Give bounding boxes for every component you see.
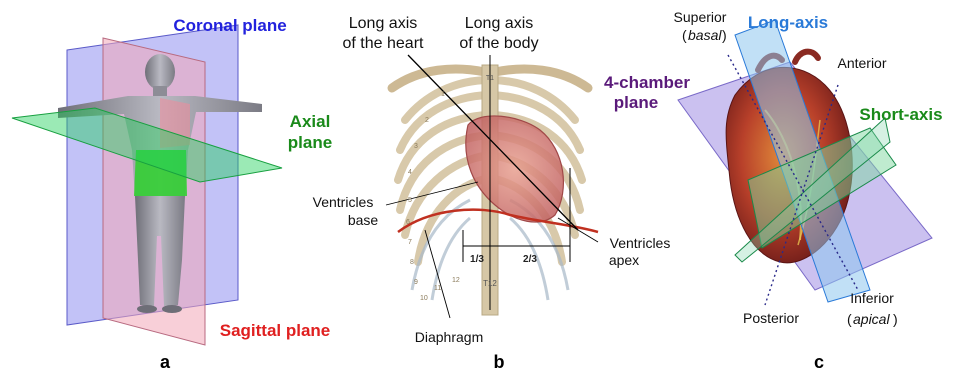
long-axis-body-label-line2: of the body xyxy=(459,35,538,52)
axial-plane-label-line1: Axial xyxy=(290,112,331,131)
inferior-label: Inferior xyxy=(850,290,894,306)
panel-c-letter: c xyxy=(814,352,824,372)
coronal-plane-label: Coronal plane xyxy=(173,16,286,35)
ratio-left-label: 1/3 xyxy=(470,254,484,265)
ventricles-base-label-line1: Ventricles xyxy=(313,194,374,210)
apical-label-open: ( xyxy=(847,311,852,327)
four-chamber-label-line1: 4-chamber xyxy=(604,73,690,92)
posterior-label: Posterior xyxy=(743,310,799,326)
rib-number-1: 1 xyxy=(441,91,445,98)
rib-number-11: 11 xyxy=(434,285,441,292)
rib-number-10: 10 xyxy=(420,295,428,302)
apical-label: apical xyxy=(853,311,890,327)
vertebra-t1-label: T1 xyxy=(486,75,494,82)
rib-number-6: 6 xyxy=(406,219,410,226)
long-axis-label: Long-axis xyxy=(748,13,828,32)
rib-number-9: 9 xyxy=(414,279,418,286)
axial-plane-label-line2: plane xyxy=(288,133,332,152)
panel-b-letter: b xyxy=(494,352,505,372)
long-axis-heart-label-line1: Long axis xyxy=(349,15,418,32)
rib-number-7: 7 xyxy=(408,239,412,246)
rib-number-3: 3 xyxy=(414,143,418,150)
basal-label-close: ) xyxy=(722,27,727,43)
ventricles-apex-label-line1: Ventricles xyxy=(610,235,671,251)
diaphragm-label: Diaphragm xyxy=(415,329,483,345)
diaphragm-pointer xyxy=(425,230,450,318)
rib-number-4: 4 xyxy=(408,169,412,176)
rib-number-2: 2 xyxy=(425,117,429,124)
panel-b: 1/3 2/3 T1 T12 1 2 3 4 5 6 7 8 9 10 11 1… xyxy=(313,15,671,372)
four-chamber-label-line2: plane xyxy=(614,93,658,112)
panel-c: Superior ( basal ) Long-axis Anterior 4-… xyxy=(604,9,943,372)
long-axis-body-label-line1: Long axis xyxy=(465,15,534,32)
short-axis-label: Short-axis xyxy=(859,105,942,124)
panel-a: Coronal plane Axial plane Sagittal plane… xyxy=(12,16,332,372)
sagittal-plane-label: Sagittal plane xyxy=(220,321,331,340)
rib-number-12: 12 xyxy=(452,277,460,284)
panel-a-letter: a xyxy=(160,352,171,372)
ventricles-base-label-line2: base xyxy=(348,212,379,228)
anterior-label: Anterior xyxy=(837,55,886,71)
rib-number-5: 5 xyxy=(408,197,412,204)
basal-label-open: ( xyxy=(682,27,687,43)
long-axis-heart-label-line2: of the heart xyxy=(343,35,425,52)
rib-number-8: 8 xyxy=(410,259,414,266)
superior-label: Superior xyxy=(674,9,727,25)
apical-label-close: ) xyxy=(893,311,898,327)
basal-label: basal xyxy=(688,27,722,43)
ratio-right-label: 2/3 xyxy=(523,254,537,265)
ventricles-apex-label-line2: apex xyxy=(609,252,639,268)
vertebra-t12-label: T12 xyxy=(483,279,497,288)
